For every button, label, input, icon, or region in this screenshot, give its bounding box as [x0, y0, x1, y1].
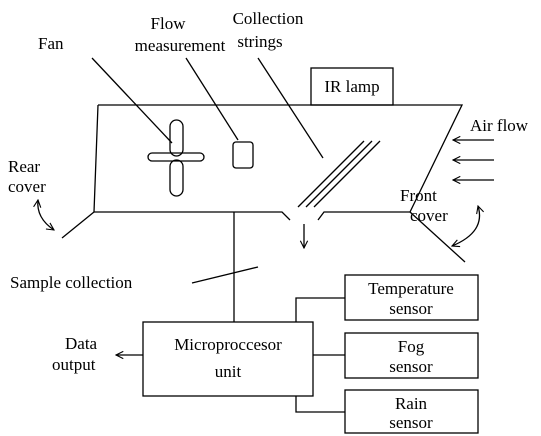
label-ir-lamp: IR lamp: [324, 77, 379, 96]
fog-label-1: Fog: [398, 337, 425, 356]
flow-sensor-box: [232, 141, 254, 169]
label-rear-2: cover: [8, 177, 46, 196]
rain-label-1: Rain: [395, 394, 428, 413]
fan-leader: [91, 57, 173, 144]
microprocessor-label-2: unit: [215, 362, 242, 381]
label-air-flow: Air flow: [470, 116, 529, 135]
label-flow-1: Flow: [151, 14, 187, 33]
label-rear-1: Rear: [8, 157, 40, 176]
label-front-2: cover: [410, 206, 448, 225]
fog-label-2: sensor: [389, 357, 433, 376]
label-front-1: Front: [400, 186, 437, 205]
collection-leader: [257, 57, 324, 159]
rain-label-2: sensor: [389, 413, 433, 432]
microprocessor-label-1: Microproccesor: [174, 335, 282, 354]
rear-cover-arrow: [38, 200, 54, 230]
front-cover-flap: [409, 211, 466, 263]
label-flow-2: measurement: [135, 36, 226, 55]
label-sample-collection: Sample collection: [10, 273, 133, 292]
air-flow-arrows: [453, 140, 494, 180]
sample-collection-leader: [191, 266, 259, 284]
flow-leader: [185, 57, 239, 141]
label-data-2: output: [52, 355, 96, 374]
front-cover-arrow: [452, 206, 480, 246]
rear-cover-flap: [61, 211, 95, 239]
label-collection-2: strings: [237, 32, 282, 51]
label-data-1: Data: [65, 334, 98, 353]
sensor-connectors: [295, 297, 345, 413]
collection-strings: [297, 140, 381, 208]
fan-icon: [147, 119, 205, 197]
ir-lamp-box: [310, 67, 394, 106]
label-collection-1: Collection: [233, 9, 304, 28]
label-fan: Fan: [38, 34, 64, 53]
temperature-label-2: sensor: [389, 299, 433, 318]
temperature-label-1: Temperature: [368, 279, 454, 298]
microprocessor-box: [142, 321, 314, 397]
